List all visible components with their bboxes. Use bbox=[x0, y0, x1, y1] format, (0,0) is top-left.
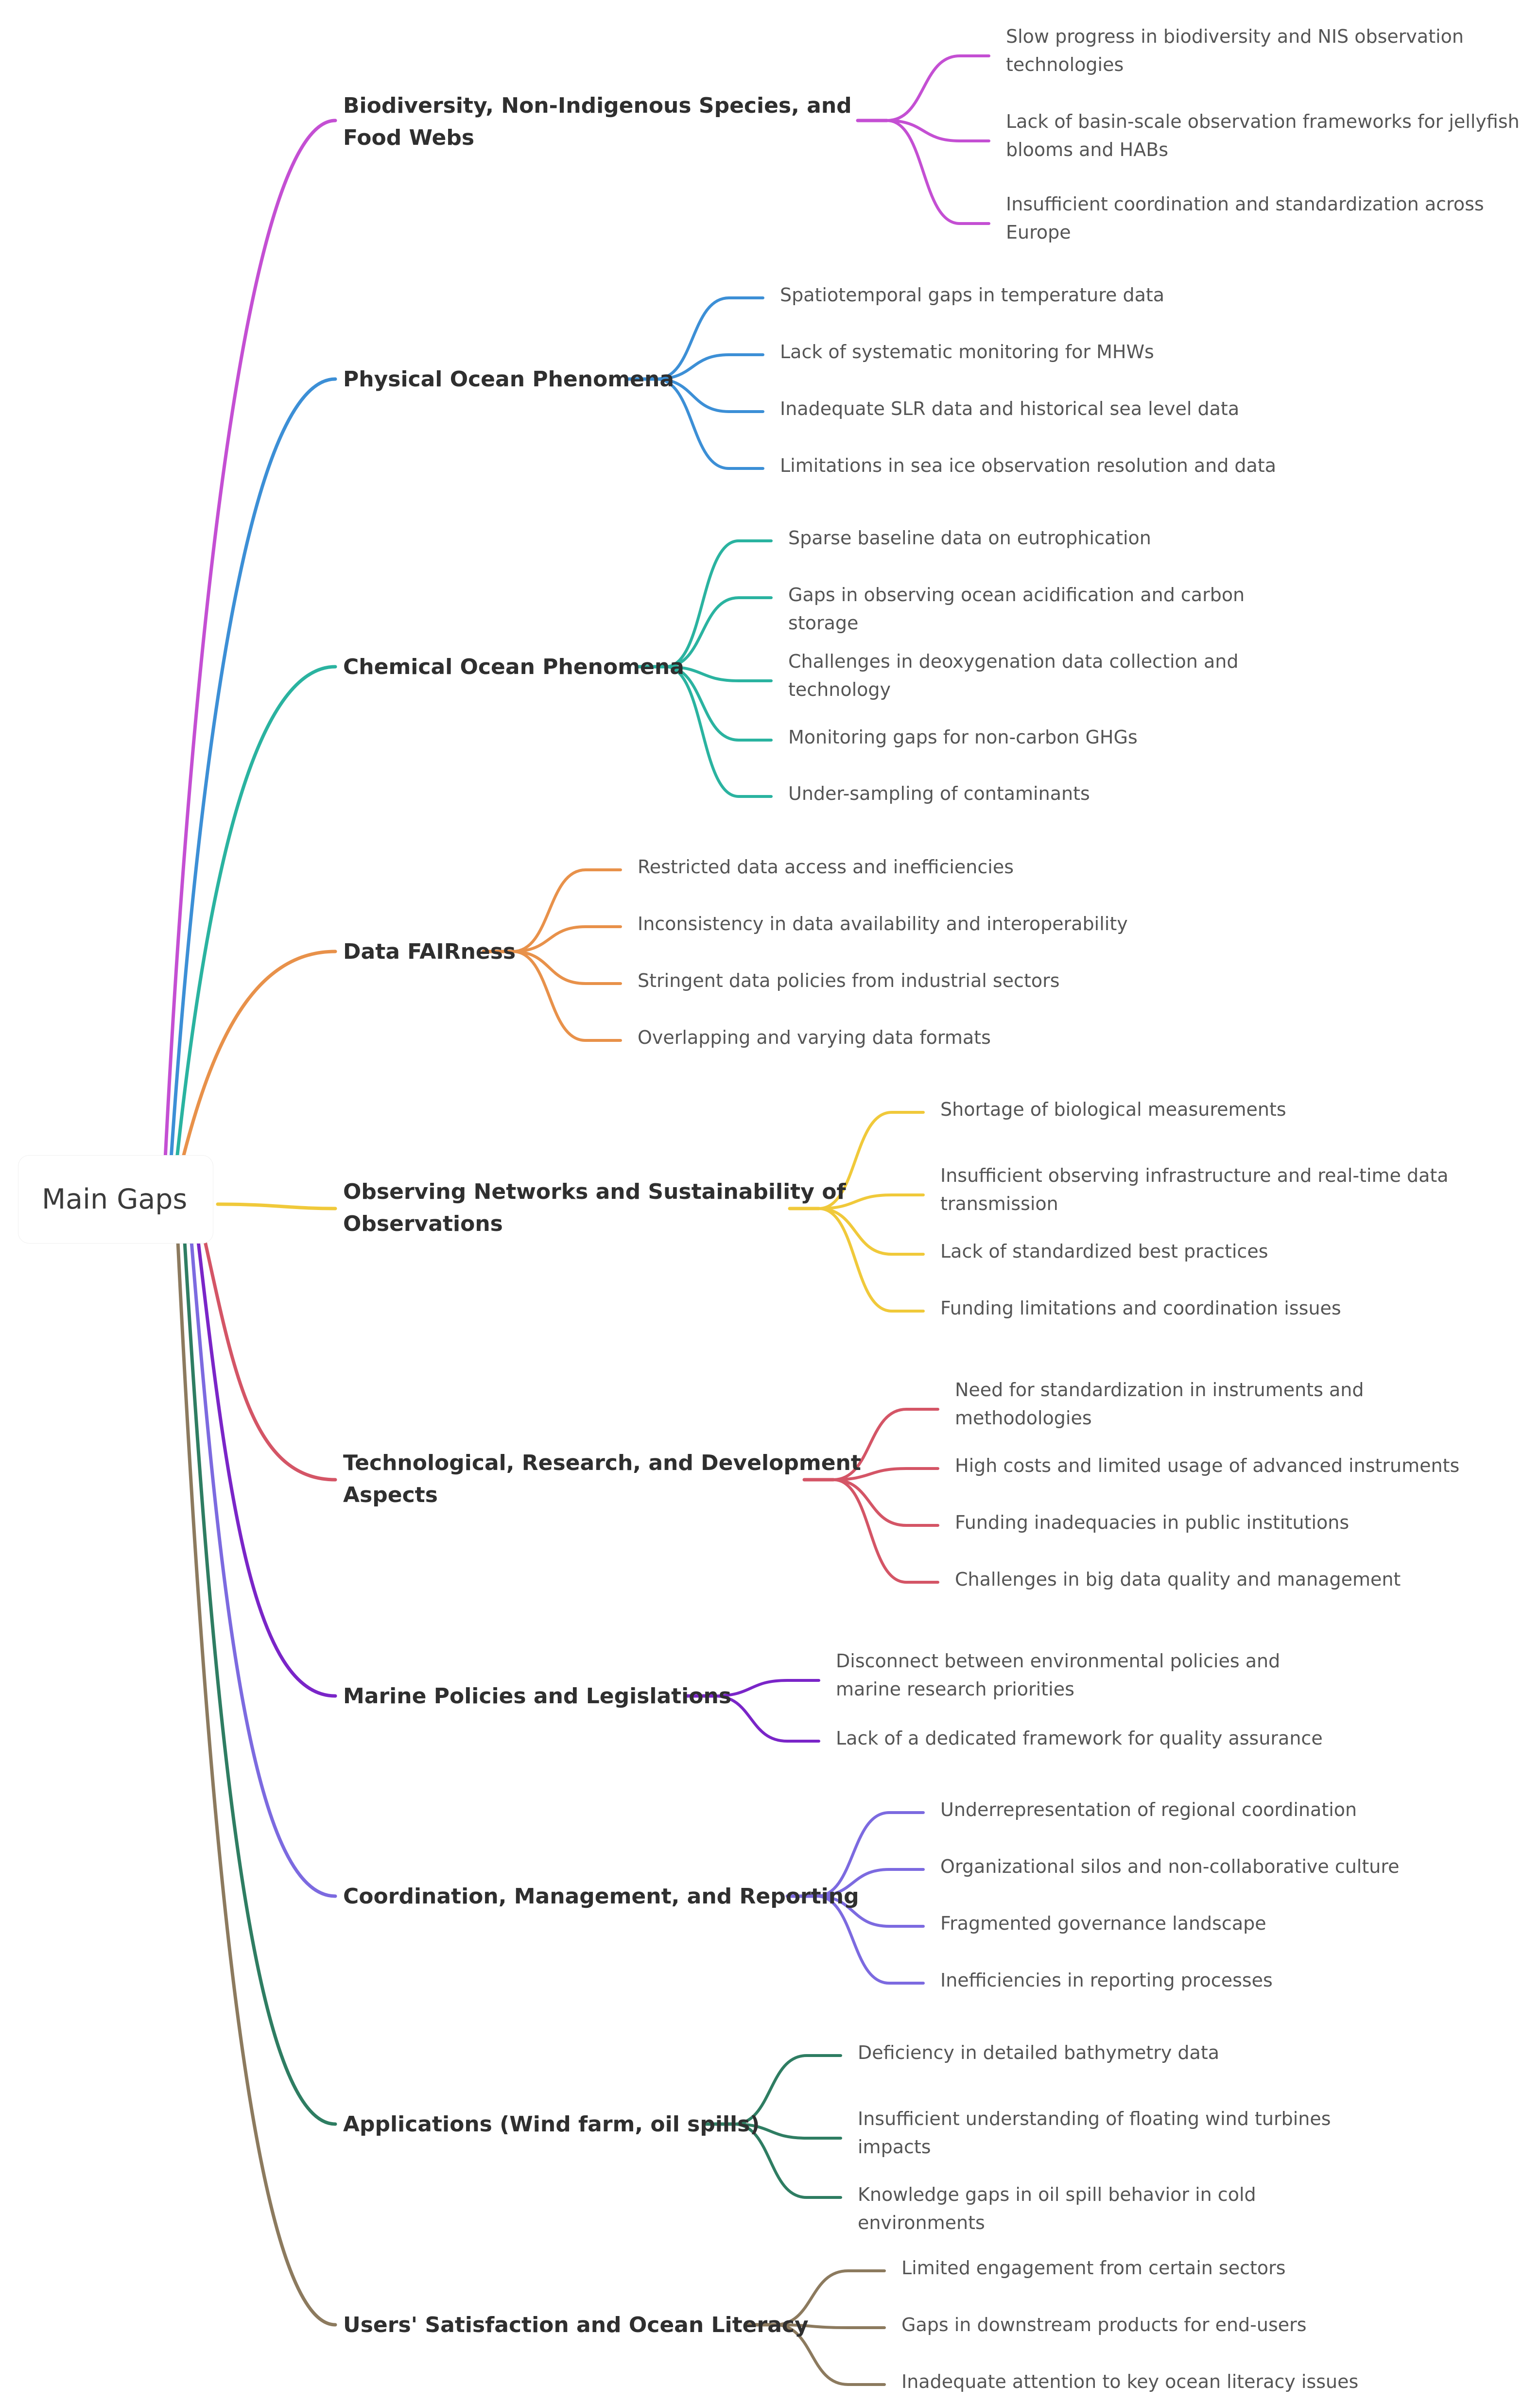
gap-item: Insufficient coordination and standardiz… bbox=[1006, 193, 1484, 243]
leaf-connector bbox=[832, 1478, 939, 1584]
gap-item: Shortage of biological measurements bbox=[940, 1099, 1286, 1120]
trunk-connector bbox=[203, 1240, 337, 1482]
leaf-connector bbox=[664, 665, 773, 798]
trunk-connector bbox=[175, 665, 337, 1161]
gap-item: Inadequate attention to key ocean litera… bbox=[901, 2371, 1359, 2392]
gap-item: Stringent data policies from industrial … bbox=[638, 970, 1060, 991]
category-label: Chemical Ocean Phenomena bbox=[343, 655, 684, 679]
gap-item: Lack of a dedicated framework for qualit… bbox=[836, 1728, 1323, 1749]
leaf-connector bbox=[815, 1868, 925, 1898]
gap-item: Gaps in downstream products for end-user… bbox=[901, 2314, 1307, 2335]
leaf-connector bbox=[815, 1895, 925, 1985]
leaf-connector bbox=[655, 353, 764, 380]
gap-item: Lack of basin-scale observation framewor… bbox=[1006, 111, 1520, 160]
category-label: Physical Ocean Phenomena bbox=[343, 367, 675, 392]
leaf-connector bbox=[713, 1694, 820, 1743]
trunk-connector bbox=[216, 1202, 337, 1210]
leaf-connector bbox=[655, 378, 764, 470]
leaf-connector bbox=[815, 1811, 925, 1898]
leaf-connector bbox=[732, 2054, 842, 2126]
leaf-connector bbox=[817, 1111, 925, 1210]
gap-item: Disconnect between environmental policie… bbox=[836, 1650, 1280, 1700]
leaf-connector bbox=[815, 1895, 925, 1928]
leaf-connector bbox=[885, 54, 990, 122]
gap-item: Challenges in deoxygenation data collect… bbox=[788, 651, 1239, 700]
leaf-connector bbox=[664, 665, 773, 742]
leaf-connector bbox=[511, 925, 622, 953]
gap-item: Inconsistency in data availability and i… bbox=[638, 913, 1128, 934]
gap-item: Underrepresentation of regional coordina… bbox=[940, 1799, 1357, 1820]
gap-item: Organizational silos and non-collaborati… bbox=[940, 1856, 1400, 1877]
leaf-connector bbox=[713, 1679, 820, 1697]
leaf-connector bbox=[774, 2323, 886, 2329]
leaf-connector bbox=[732, 2123, 842, 2140]
gap-item: Funding limitations and coordination iss… bbox=[940, 1297, 1341, 1319]
gap-item: High costs and limited usage of advanced… bbox=[955, 1455, 1460, 1476]
category-label: Observing Networks and Sustainability of… bbox=[343, 1179, 846, 1236]
leaf-connector bbox=[885, 119, 990, 225]
leaf-connector bbox=[655, 378, 764, 413]
trunk-connector bbox=[190, 1240, 337, 1898]
gap-item: Insufficient understanding of floating w… bbox=[858, 2108, 1331, 2158]
leaf-connector bbox=[774, 2269, 886, 2326]
leaf-connector bbox=[664, 596, 773, 668]
root-label: Main Gaps bbox=[42, 1183, 188, 1215]
gap-item: Overlapping and varying data formats bbox=[638, 1027, 991, 1048]
leaf-connector bbox=[732, 2123, 842, 2199]
leaf-connector bbox=[511, 950, 622, 985]
gap-item: Restricted data access and inefficiencie… bbox=[638, 856, 1014, 878]
trunk-connector bbox=[176, 1240, 337, 2327]
leaf-connector bbox=[817, 1207, 925, 1313]
leaf-connector bbox=[664, 665, 773, 682]
gap-item: Insufficient observing infrastructure an… bbox=[940, 1165, 1449, 1214]
gap-item: Monitoring gaps for non-carbon GHGs bbox=[788, 726, 1138, 748]
leaf-connector bbox=[817, 1207, 925, 1256]
gap-item: Lack of systematic monitoring for MHWs bbox=[780, 341, 1154, 363]
trunk-connector bbox=[169, 377, 337, 1161]
trunk-connector bbox=[196, 1240, 337, 1698]
gap-item: Funding inadequacies in public instituti… bbox=[955, 1512, 1350, 1533]
leaf-connector bbox=[511, 868, 622, 953]
gap-item: Need for standardization in instruments … bbox=[955, 1379, 1364, 1429]
leaf-connector bbox=[832, 1408, 939, 1481]
gap-item: Spatiotemporal gaps in temperature data bbox=[780, 284, 1165, 306]
gap-item: Challenges in big data quality and manag… bbox=[955, 1569, 1401, 1590]
category-label: Biodiversity, Non-Indigenous Species, an… bbox=[343, 93, 852, 150]
category-label: Technological, Research, and Development… bbox=[343, 1451, 861, 1507]
leaf-connector bbox=[817, 1193, 925, 1210]
gap-item: Knowledge gaps in oil spill behavior in … bbox=[858, 2184, 1256, 2233]
category-label: Coordination, Management, and Reporting bbox=[343, 1884, 859, 1909]
gap-item: Lack of standardized best practices bbox=[940, 1241, 1268, 1262]
gap-item: Sparse baseline data on eutrophication bbox=[788, 527, 1151, 549]
category-label: Data FAIRness bbox=[343, 939, 516, 964]
leaf-connector bbox=[655, 296, 764, 380]
gap-item: Under-sampling of contaminants bbox=[788, 783, 1090, 804]
leaf-connector bbox=[774, 2323, 886, 2386]
gap-item: Limitations in sea ice observation resol… bbox=[780, 455, 1277, 476]
gap-item: Gaps in observing ocean acidification an… bbox=[788, 584, 1245, 634]
leaf-connector bbox=[885, 119, 990, 142]
gap-item: Inefficiencies in reporting processes bbox=[940, 1970, 1273, 1991]
leaf-connector bbox=[511, 950, 622, 1042]
gap-item: Limited engagement from certain sectors bbox=[901, 2257, 1286, 2279]
trunk-connector bbox=[181, 950, 337, 1161]
leaf-connector bbox=[832, 1478, 939, 1527]
trunk-connector bbox=[183, 1240, 337, 2126]
gap-item: Inadequate SLR data and historical sea l… bbox=[780, 398, 1240, 419]
gap-item: Deficiency in detailed bathymetry data bbox=[858, 2042, 1220, 2063]
category-label: Marine Policies and Legislations bbox=[343, 1684, 732, 1709]
trunk-connector bbox=[163, 119, 337, 1161]
gap-item: Fragmented governance landscape bbox=[940, 1913, 1266, 1934]
root-node: Main Gaps bbox=[18, 1156, 213, 1243]
category-label: Applications (Wind farm, oil spills) bbox=[343, 2112, 760, 2137]
category-label: Users' Satisfaction and Ocean Literacy bbox=[343, 2313, 809, 2337]
gap-item: Slow progress in biodiversity and NIS ob… bbox=[1006, 26, 1464, 75]
leaf-connector bbox=[664, 539, 773, 668]
leaf-connector bbox=[832, 1467, 939, 1481]
